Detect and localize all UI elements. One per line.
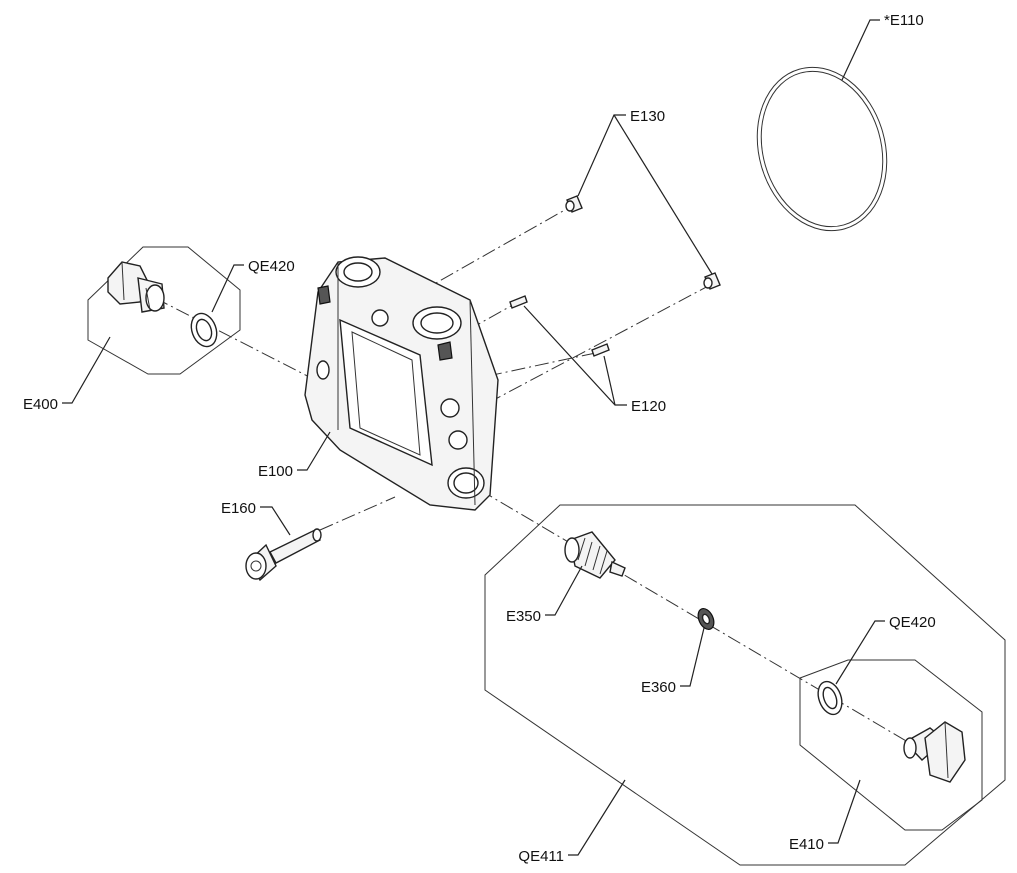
plug-e400 (107, 261, 165, 313)
leader-e400 (62, 336, 111, 404)
label-qe411: QE411 (518, 848, 564, 865)
centerline-e400 (154, 297, 326, 386)
leader-e130-b (613, 114, 713, 275)
centerline-valve (479, 489, 931, 756)
kit-outline-e410 (799, 659, 983, 831)
label-e350: E350 (506, 608, 541, 625)
kit-outline-e400 (87, 246, 241, 375)
dowel-pin-e130-upper (565, 195, 583, 213)
centerline-e120-lower (487, 351, 601, 377)
leader-qe420-top (211, 264, 244, 313)
centerline-e130-upper (419, 206, 571, 293)
leader-e130-a (577, 114, 626, 197)
pin-e120-lower (591, 343, 610, 357)
leader-e120-b (603, 355, 616, 406)
leader-qe411 (568, 779, 626, 856)
leader-e410 (828, 779, 861, 844)
o-ring-e110 (756, 66, 888, 232)
label-qe420-top: QE420 (248, 258, 295, 275)
cap-screw-e160 (245, 528, 322, 582)
leader-e350 (545, 565, 583, 616)
leader-e360 (680, 627, 705, 687)
label-e400: E400 (23, 396, 58, 413)
leader-e100 (297, 431, 331, 471)
washer-qe420-top (190, 312, 218, 348)
pin-e120-upper (509, 295, 528, 309)
leader-e160 (260, 506, 291, 536)
valve-seat-e360 (697, 608, 715, 630)
label-e360: E360 (641, 679, 676, 696)
centerline-e130-lower (487, 283, 713, 404)
label-e100: E100 (258, 463, 293, 480)
centerline-e160 (319, 496, 396, 531)
label-e120: E120 (631, 398, 666, 415)
kit-outline-qe411 (484, 504, 1006, 866)
label-e410: E410 (789, 836, 824, 853)
label-e160: E160 (221, 500, 256, 517)
dowel-pin-e130-lower (703, 272, 721, 290)
label-qe420-bottom: QE420 (889, 614, 936, 631)
washer-qe420-bottom (817, 680, 843, 716)
leader-e110 (841, 19, 880, 81)
label-e130: E130 (630, 108, 665, 125)
spring-valve-e350 (564, 531, 626, 579)
plug-e410 (903, 721, 966, 783)
leader-qe420-bottom (835, 620, 885, 685)
manifold-body-e100 (304, 256, 499, 511)
label-e110: *E110 (884, 12, 924, 29)
